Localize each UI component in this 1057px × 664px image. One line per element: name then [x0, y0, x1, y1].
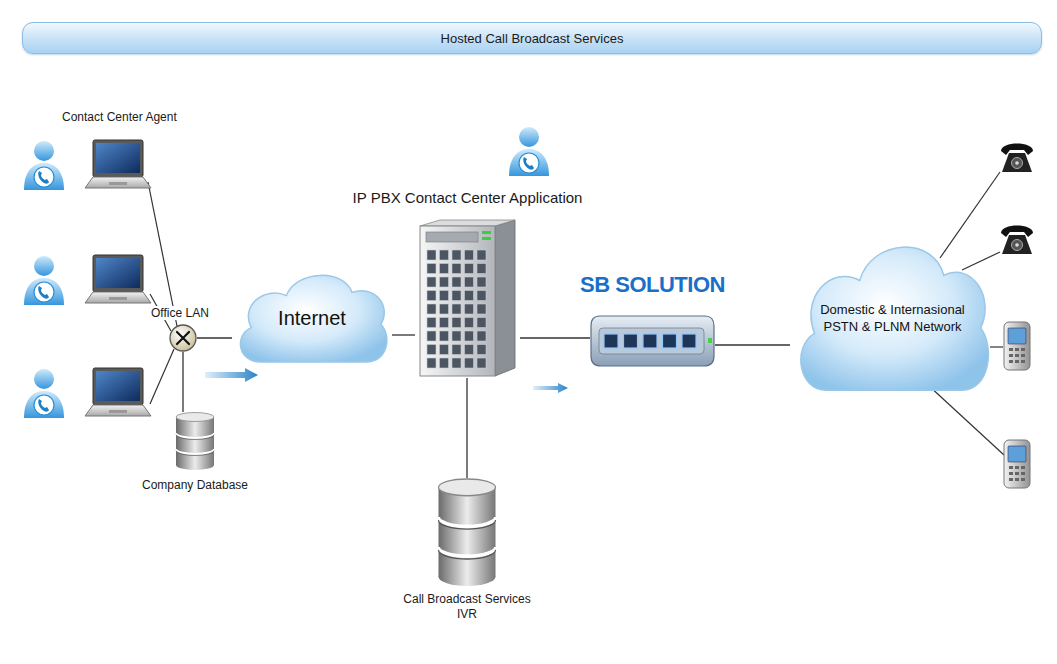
- lan-hub: Office LAN: [169, 324, 197, 352]
- node-text: Domestic & Internasional PSTN & PLNM Net…: [809, 301, 977, 335]
- flow-arrow: [533, 383, 568, 393]
- agent-icon: [24, 256, 64, 305]
- mobile-phone-icon: [1004, 440, 1030, 488]
- lan-wires: [148, 182, 177, 404]
- server-shape: [415, 218, 520, 378]
- internet-cloud: Internet: [232, 262, 392, 374]
- pstn-cloud: Domestic & Internasional PSTN & PLNM Net…: [790, 225, 995, 410]
- node-label: Company Database: [142, 478, 248, 492]
- laptop-icon: [85, 368, 151, 416]
- lan-wire: [148, 182, 177, 326]
- node-label: Office LAN: [149, 306, 211, 320]
- database-shape: [175, 412, 215, 470]
- ip-pbx-server: IP PBX Contact Center Application: [415, 218, 520, 378]
- lan-wire: [150, 349, 174, 404]
- cloud-shape: [790, 225, 995, 410]
- phone-wire: [940, 172, 1000, 258]
- caption-label: Contact Center Agent: [62, 110, 177, 124]
- phone-wire: [990, 346, 1003, 347]
- database-cylinder: Company Database: [175, 412, 215, 470]
- gateway-device: SB SOLUTION: [590, 312, 715, 368]
- desk-phone-icon: [1001, 144, 1033, 173]
- network-link: [715, 344, 790, 345]
- agent-icon: [24, 369, 64, 418]
- database-shape: [437, 478, 497, 586]
- mobile-phone-icon: [1004, 322, 1030, 370]
- network-link: [392, 334, 415, 335]
- node-label: IP PBX Contact Center Application: [353, 189, 583, 206]
- phone-wire: [928, 385, 1004, 455]
- laptop-icon: [85, 255, 151, 303]
- network-link: [466, 378, 467, 478]
- desk-phone-icon: [1001, 226, 1033, 255]
- flow-arrow: [205, 368, 258, 382]
- ivr-database: Call Broadcast Services IVR: [437, 478, 497, 586]
- network-link: [520, 337, 590, 338]
- node-text: Internet: [278, 307, 346, 330]
- hub-shape: [169, 324, 197, 352]
- logo-text: SB SOLUTION: [580, 272, 725, 298]
- phone-wire: [962, 252, 1000, 270]
- agent-icon: [509, 127, 549, 176]
- network-link: [197, 337, 232, 338]
- title-text: Hosted Call Broadcast Services: [441, 31, 624, 46]
- title-band: Hosted Call Broadcast Services: [22, 22, 1042, 54]
- agent-icon: [24, 141, 64, 190]
- node-label: Call Broadcast Services IVR: [393, 592, 542, 622]
- network-link: [182, 352, 183, 412]
- laptop-icon: [85, 140, 151, 188]
- gateway-shape: [590, 312, 715, 368]
